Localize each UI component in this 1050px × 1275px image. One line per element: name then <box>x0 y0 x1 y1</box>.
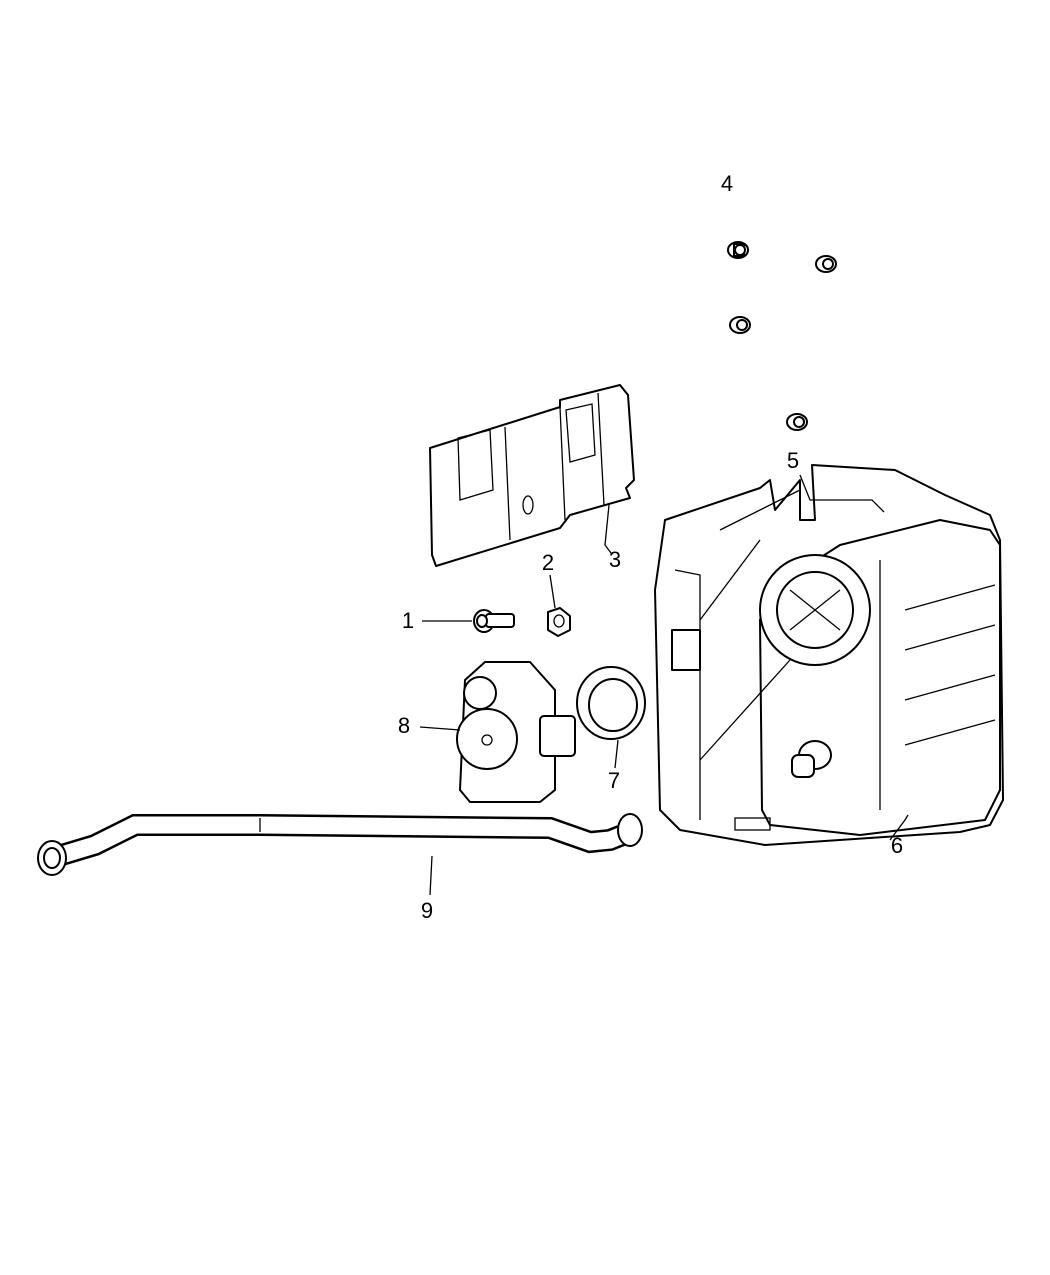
bracket-plate <box>429 384 635 567</box>
seal-7 <box>576 666 646 740</box>
callout-4: 4 <box>720 171 734 196</box>
callout-9: 9 <box>420 898 434 923</box>
callout-6: 6 <box>890 833 904 858</box>
callout-8: 8 <box>397 713 411 738</box>
hose-9 <box>37 813 643 876</box>
leak-detection-pump <box>456 661 576 803</box>
bolt-4-group <box>727 241 837 334</box>
bolt-1 <box>473 609 515 633</box>
callout-7: 7 <box>607 768 621 793</box>
nut-2 <box>547 607 571 637</box>
callout-1: 1 <box>401 608 415 633</box>
bolt-5 <box>786 413 808 431</box>
callout-2: 2 <box>541 550 555 575</box>
callout-3: 3 <box>608 547 622 572</box>
callout-5: 5 <box>786 448 800 473</box>
vapor-canister <box>654 464 1004 846</box>
